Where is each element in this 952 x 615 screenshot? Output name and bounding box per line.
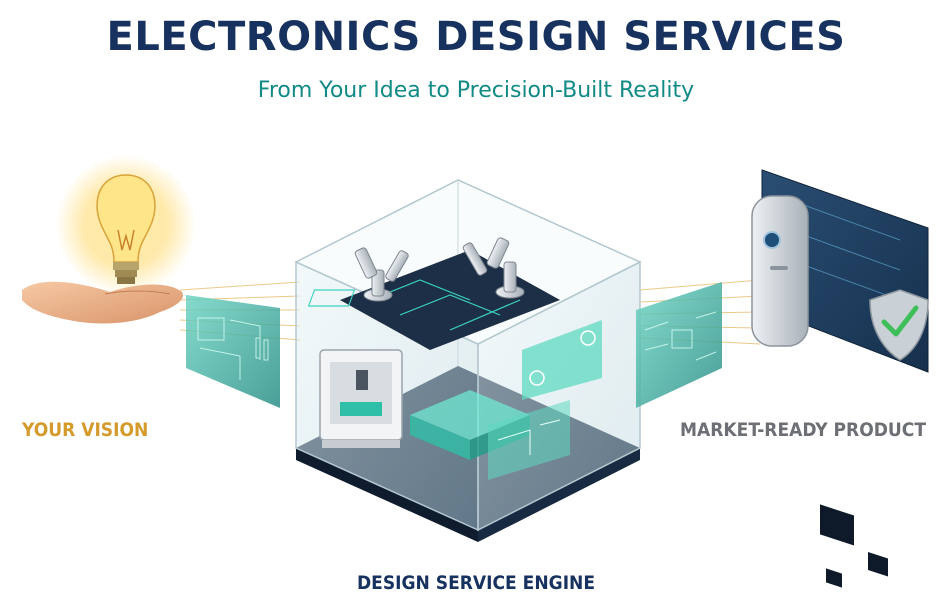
page-title: ELECTRONICS DESIGN SERVICES [106,14,846,60]
circuit-panel-left [186,295,280,408]
circuit-panel-right [636,282,722,408]
robot-arm-icon [354,237,525,302]
hologram-panel-schematic [488,400,570,480]
stage-output-label: MARKET-READY PRODUCT [680,419,927,441]
page-subtitle: From Your Idea to Precision-Built Realit… [257,78,695,103]
lightbulb-icon [96,174,156,284]
shield-check-icon [869,289,929,361]
3d-printer-icon [319,349,403,448]
stage-input-label: YOUR VISION [22,419,149,441]
stage-engine-label: DESIGN SERVICE ENGINE [356,572,596,594]
device-icon [751,169,929,588]
hologram-panel-status [522,320,602,400]
hand-icon [22,281,184,324]
